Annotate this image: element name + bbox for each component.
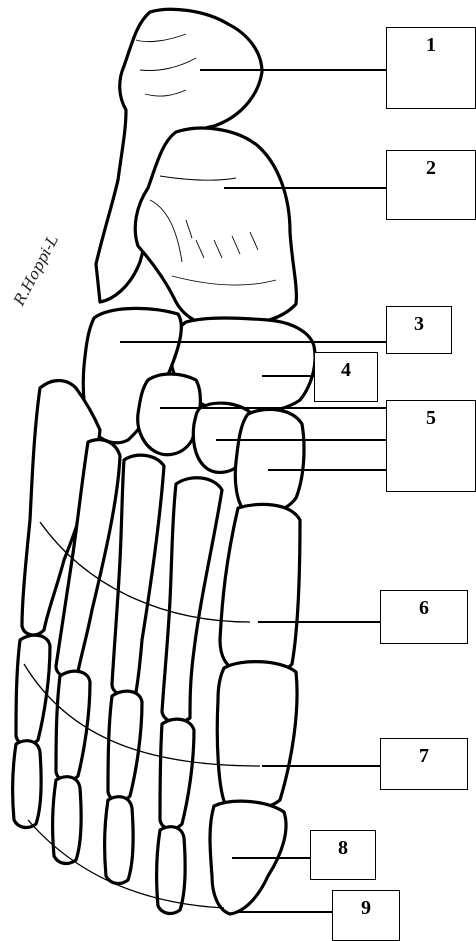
label-1-text: 1 bbox=[426, 34, 436, 57]
distal-phalanx-2-bone bbox=[157, 827, 186, 914]
label-1-box: 1 bbox=[386, 27, 476, 109]
label-7-box: 7 bbox=[380, 738, 468, 790]
label-6-text: 6 bbox=[419, 597, 429, 620]
label-2-box: 2 bbox=[386, 150, 476, 220]
distal-phalanx-3-bone bbox=[105, 797, 134, 884]
label-6-box: 6 bbox=[380, 590, 468, 644]
label-5-box: 5 bbox=[386, 400, 476, 492]
lateral-cuneiform-bone bbox=[138, 374, 201, 455]
medial-cuneiform-bone bbox=[235, 409, 304, 514]
label-9-text: 9 bbox=[361, 897, 371, 920]
label-5-text: 5 bbox=[426, 407, 436, 430]
label-7-text: 7 bbox=[419, 745, 429, 768]
label-3-box: 3 bbox=[386, 306, 452, 354]
metatarsal-3-bone bbox=[112, 455, 164, 695]
proximal-phalanx-1-bone bbox=[217, 662, 297, 810]
label-2-text: 2 bbox=[426, 157, 436, 180]
talus-bone bbox=[135, 128, 296, 326]
proximal-phalanx-2-bone bbox=[160, 719, 194, 829]
distal-phalanx-5-bone bbox=[13, 741, 42, 828]
label-4-box: 4 bbox=[314, 352, 378, 402]
distal-phalanx-4-bone bbox=[53, 777, 82, 864]
metatarsal-1-bone bbox=[220, 504, 300, 674]
label-9-box: 9 bbox=[332, 890, 400, 941]
label-8-box: 8 bbox=[310, 830, 376, 880]
label-8-text: 8 bbox=[338, 837, 348, 860]
proximal-phalanx-5-bone bbox=[16, 635, 50, 745]
label-4-text: 4 bbox=[341, 359, 351, 382]
metatarsal-2-bone bbox=[162, 478, 222, 723]
label-3-text: 3 bbox=[414, 313, 424, 336]
